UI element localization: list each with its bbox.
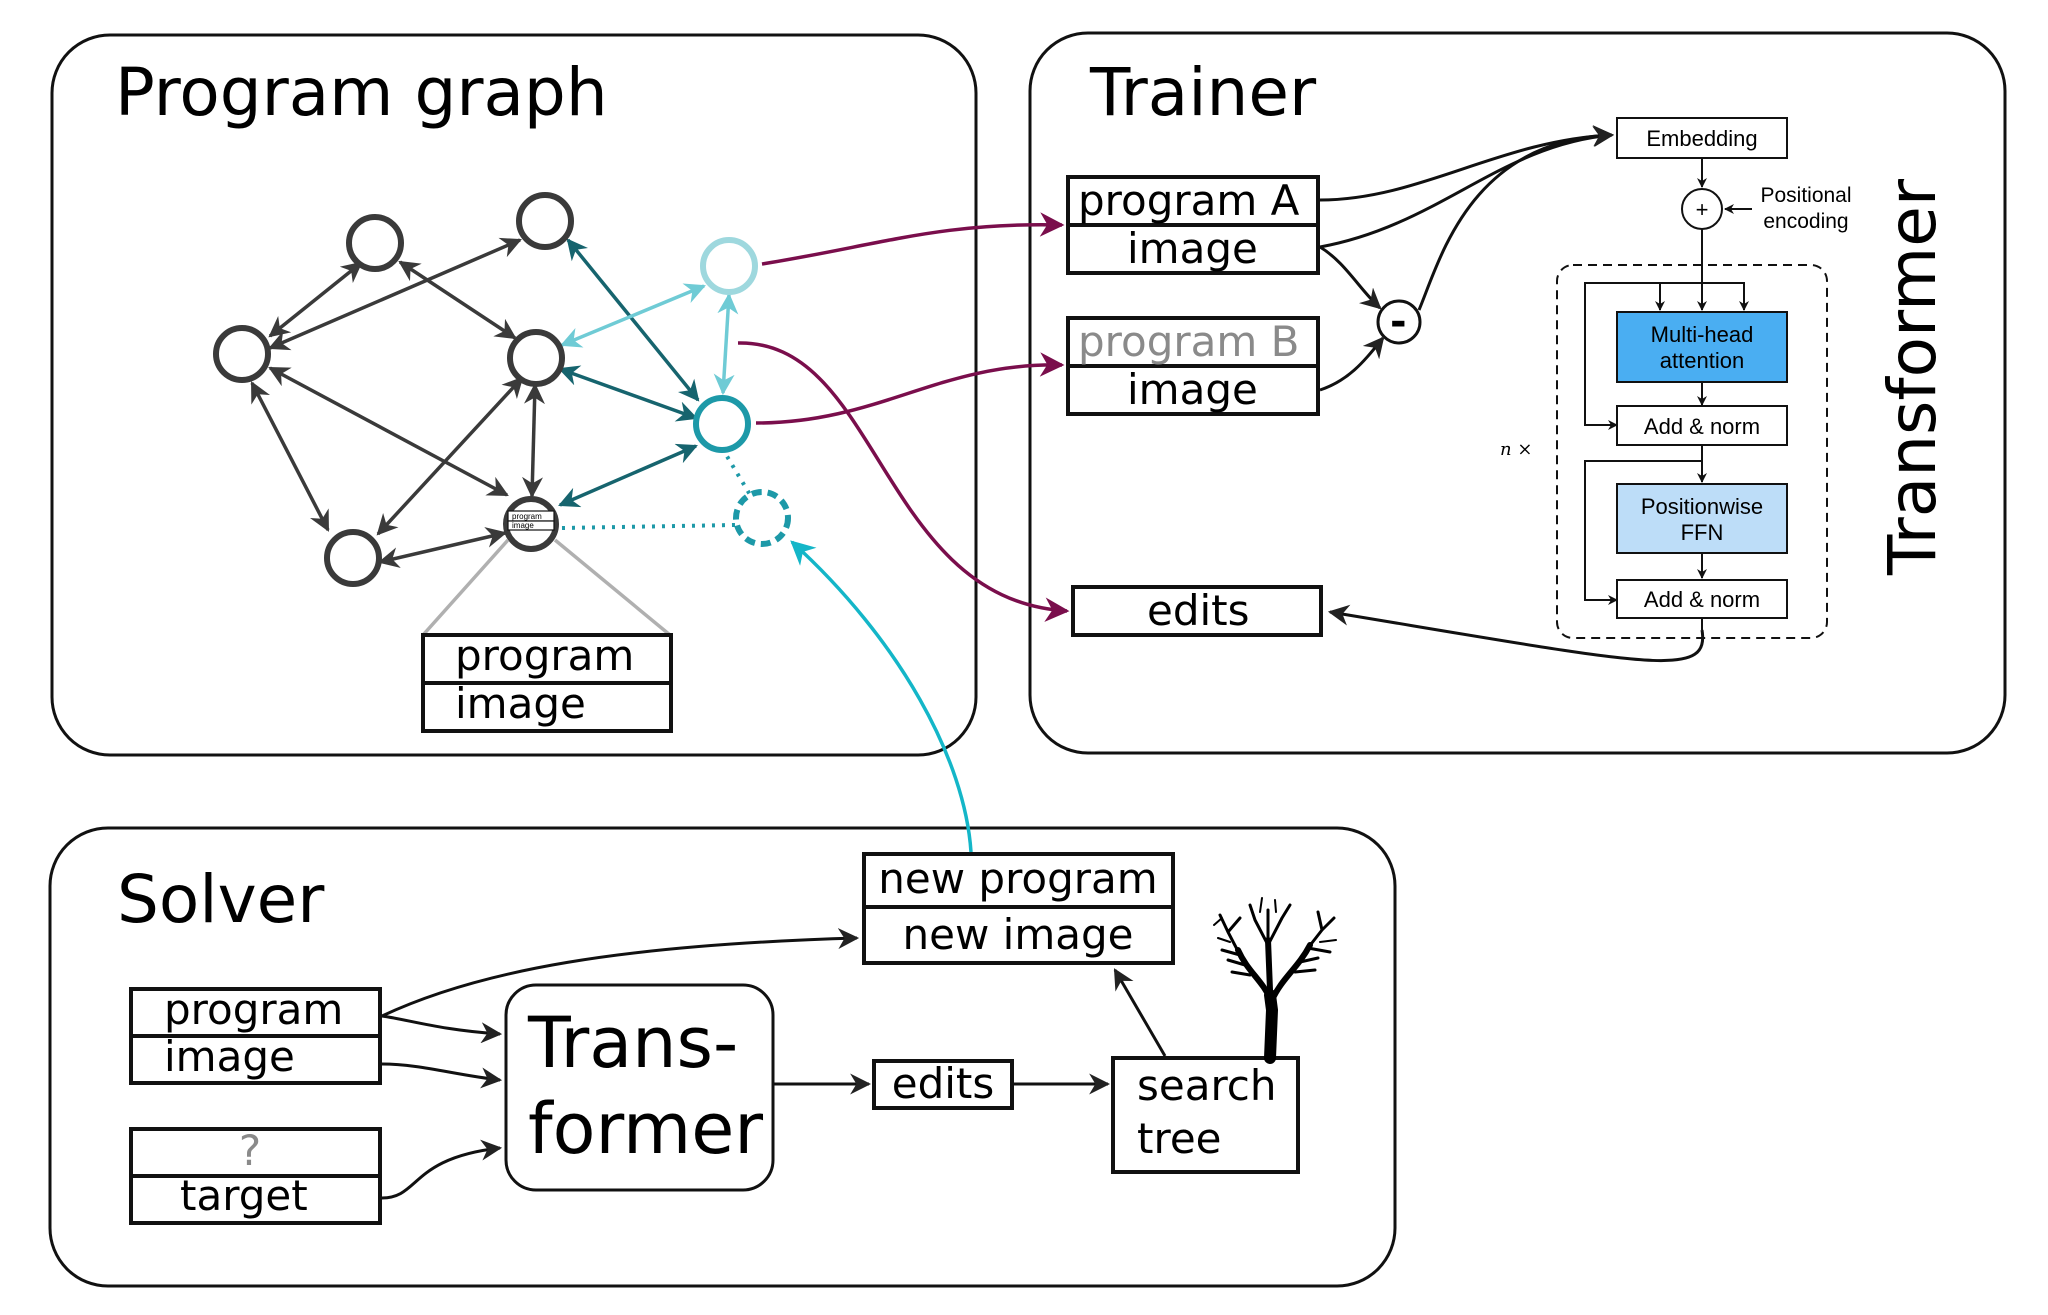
mha-label-2: attention <box>1660 348 1744 373</box>
search-tree-label-2: tree <box>1137 1114 1222 1163</box>
embedding-box <box>1616 117 1788 159</box>
solver-arrows <box>381 928 1167 1200</box>
solver-transformer-label-2: former <box>528 1088 763 1170</box>
cyan-arrow <box>790 540 973 853</box>
ffn-label-2: FFN <box>1681 520 1724 545</box>
edge <box>250 381 330 532</box>
trainer-arrows <box>1319 125 1705 663</box>
trainer-record-b: program B image <box>1066 316 1320 416</box>
edge <box>268 261 363 338</box>
record-b-program: program B <box>1078 317 1299 366</box>
edge-dotted <box>561 523 736 530</box>
search-tree-label-1: search <box>1137 1061 1277 1110</box>
minus-operator <box>1376 299 1422 345</box>
purple-arrows <box>737 212 1070 622</box>
transformer-vertical-label: Transformer <box>1874 178 1951 576</box>
mha-label-1: Multi-head <box>1651 322 1754 347</box>
repeat-label: n × <box>1500 439 1532 460</box>
solver-target-unknown: ? <box>239 1126 261 1175</box>
new-record-box: new program new image <box>862 852 1175 965</box>
multi-head-attention-box <box>1616 311 1788 383</box>
solver-edits-box: edits <box>872 1059 1014 1110</box>
solver-transformer-label-1: Trans- <box>527 1002 738 1084</box>
trainer-title: Trainer <box>1089 54 1317 131</box>
trainer-record-a: program A image <box>1066 175 1320 275</box>
graph-record-program: program <box>455 631 634 680</box>
add-norm-box-1 <box>1616 405 1788 446</box>
graph-teal-edges <box>558 238 754 530</box>
edge <box>398 260 517 340</box>
addnorm-label-1: Add & norm <box>1644 414 1760 439</box>
edge <box>376 376 524 536</box>
solver-title: Solver <box>117 861 325 938</box>
graph-node <box>213 325 271 383</box>
new-record-program: new program <box>878 854 1157 903</box>
graph-node <box>516 192 574 250</box>
solver-in-program: program <box>164 985 343 1034</box>
edge-teal <box>558 443 698 508</box>
trainer-edits-label: edits <box>1147 586 1250 635</box>
transformer-block: Embedding + Positional encoding n × Mult… <box>1500 117 1951 639</box>
ffn-label-1: Positionwise <box>1641 494 1763 519</box>
record-node-image: image <box>512 521 534 530</box>
graph-node <box>346 214 404 272</box>
edge-teal <box>566 238 700 402</box>
minus-label: - <box>1390 299 1407 345</box>
search-tree-box: search tree <box>1111 1056 1300 1174</box>
record-a-program: program A <box>1078 176 1300 225</box>
zoom-line-left <box>421 538 510 637</box>
record-node: program image <box>503 496 559 552</box>
node-selected-teal <box>693 395 751 453</box>
addnorm-label-2: Add & norm <box>1644 587 1760 612</box>
record-a-image: image <box>1127 224 1258 273</box>
zoom-line-right <box>553 538 672 637</box>
solver-record-target: ? target <box>129 1126 382 1225</box>
edge <box>522 382 545 499</box>
trainer-edits-box: edits <box>1071 585 1323 637</box>
add-norm-box-2 <box>1616 579 1788 619</box>
plus-label: + <box>1696 197 1709 222</box>
program-graph-title: Program graph <box>115 54 608 131</box>
node-new-light <box>700 237 758 295</box>
positionwise-ffn-box <box>1616 483 1788 554</box>
record-node-program: program <box>512 512 542 521</box>
positional-label-1: Positional <box>1760 184 1851 207</box>
graph-nodes <box>213 192 574 587</box>
positional-label-2: encoding <box>1763 210 1848 233</box>
tree-icon <box>1213 897 1337 1064</box>
solver-target-label: target <box>180 1171 308 1220</box>
edge-dotted <box>720 446 754 500</box>
edge-light <box>713 292 739 396</box>
graph-record-image: image <box>455 679 586 728</box>
graph-node <box>507 329 565 387</box>
graph-edges <box>250 237 545 568</box>
record-b-image: image <box>1127 365 1258 414</box>
edge <box>377 527 508 568</box>
solver-in-image: image <box>164 1032 295 1081</box>
edge-teal <box>558 365 698 422</box>
solver-edits-label: edits <box>892 1059 995 1108</box>
trainer-panel <box>1028 31 2007 755</box>
edge <box>268 237 522 351</box>
new-record-image: new image <box>903 910 1134 959</box>
embedding-label: Embedding <box>1646 126 1757 151</box>
solver-panel <box>48 826 1397 1288</box>
graph-node <box>324 529 382 587</box>
node-candidate-dashed <box>733 489 791 547</box>
graph-record-box: program image <box>421 631 673 733</box>
solver-record-in: program image <box>129 985 382 1085</box>
solver-transformer-box <box>504 983 775 1192</box>
program-graph-panel <box>50 33 978 757</box>
edge-light <box>560 283 706 348</box>
